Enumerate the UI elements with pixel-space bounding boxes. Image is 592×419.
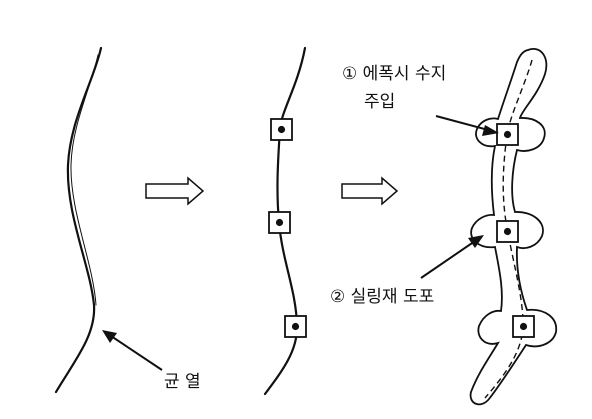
- crack-pointer-arrowhead: [102, 330, 117, 343]
- process-arrow-2: [341, 176, 399, 206]
- injection-port: [270, 118, 293, 141]
- sealant-pointer-arrow: [420, 238, 479, 279]
- process-arrow-1: [145, 176, 205, 206]
- injection-port: [284, 315, 307, 338]
- crack-line: [54, 46, 103, 394]
- step1-label-line1: ① 에폭시 수지: [342, 64, 447, 84]
- crack-label: 균 열: [164, 372, 201, 392]
- step1-label-line2: 주입: [364, 92, 396, 112]
- sealant-pointer-arrowhead: [468, 235, 484, 248]
- injection-port: [268, 211, 291, 234]
- epoxy-pointer-arrowhead: [482, 125, 499, 136]
- ports-panel: [263, 46, 307, 396]
- sealed-port: [512, 315, 535, 338]
- step2-label: ② 실링재 도포: [330, 287, 435, 307]
- sealed-port: [496, 123, 519, 146]
- crack-panel: [54, 46, 163, 394]
- sealed-port: [496, 220, 519, 243]
- crack-pointer-arrow: [107, 333, 163, 371]
- epoxy-pointer-arrow: [435, 115, 493, 132]
- crack-line-inner: [70, 54, 99, 306]
- sealed-panel: [420, 48, 557, 406]
